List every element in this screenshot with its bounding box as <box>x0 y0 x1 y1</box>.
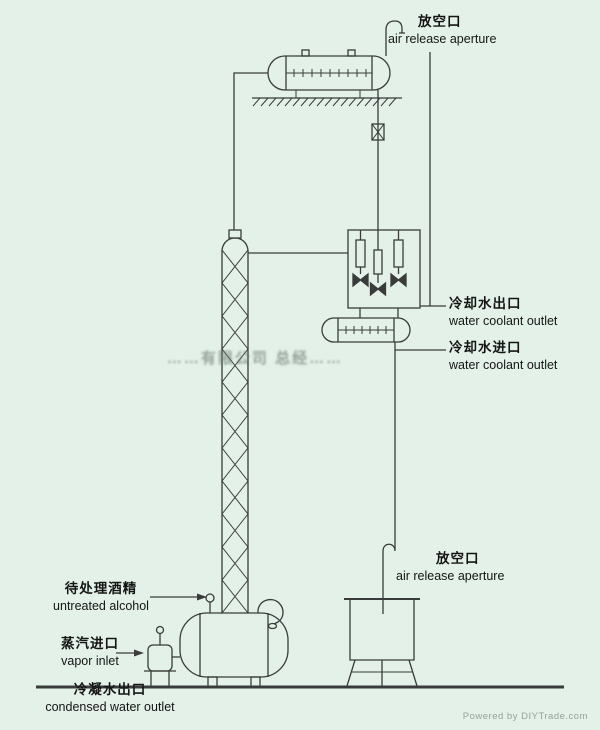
inline-valve <box>371 123 385 141</box>
cooling-water-box <box>347 229 421 309</box>
label-top-air-release-en: air release aperture <box>388 31 497 46</box>
top-air-release-gooseneck <box>385 20 405 56</box>
feed-pump <box>144 625 180 687</box>
label-water-coolant-outlet: 冷却水出口 water coolant outlet <box>449 295 557 329</box>
label-water-coolant-outlet-zh: 冷却水出口 <box>449 296 522 311</box>
valve-left <box>352 272 369 288</box>
label-top-air-release: 放空口 air release aperture <box>388 13 496 47</box>
level-instrument <box>205 593 215 613</box>
sight-glass-left <box>355 239 366 268</box>
label-vapor-inlet-en: vapor inlet <box>61 653 119 668</box>
powered-by-text: Powered by DIYTrade.com <box>462 711 588 722</box>
label-vapor-inlet: 蒸汽进口 vapor inlet <box>46 635 134 669</box>
condensate-downpipe <box>371 90 385 230</box>
storage-tank <box>179 593 289 688</box>
column-lattice <box>221 249 249 614</box>
label-vapor-inlet-zh: 蒸汽进口 <box>61 636 119 651</box>
distillation-column <box>221 229 249 614</box>
label-condensed-water-outlet: 冷凝水出口 condensed water outlet <box>32 681 188 715</box>
label-untreated-alcohol-zh: 待处理酒精 <box>64 581 138 596</box>
label-bottom-air-release: 放空口 air release aperture <box>396 550 504 584</box>
label-condensed-water-outlet-en: condensed water outlet <box>45 699 175 714</box>
label-top-air-release-zh: 放空口 <box>418 14 462 29</box>
box-condenser-connectors <box>359 308 399 318</box>
label-bottom-air-release-en: air release aperture <box>396 568 505 583</box>
tank-spout <box>257 599 284 630</box>
vapor-inlet-arrow <box>116 649 144 657</box>
label-water-coolant-inlet-en: water coolant outlet <box>449 357 558 372</box>
label-water-coolant-inlet-zh: 冷却水进口 <box>449 340 522 355</box>
untreated-alcohol-arrow <box>150 593 207 601</box>
vapor-riser-pipe <box>233 72 268 230</box>
collection-tank <box>344 598 420 687</box>
label-condensed-water-outlet-zh: 冷凝水出口 <box>73 682 147 697</box>
valve-right <box>390 272 407 288</box>
sight-glass-center <box>373 249 383 275</box>
tank-leg-right <box>250 676 261 688</box>
condenser-support-hatching <box>252 90 402 107</box>
label-water-coolant-inlet: 冷却水进口 water coolant outlet <box>449 339 557 373</box>
column-dome <box>221 237 249 251</box>
tank-leg-left <box>207 676 218 688</box>
drain-downpipe-gooseneck <box>382 342 396 614</box>
valve-center <box>369 281 387 297</box>
lower-condenser <box>321 317 411 343</box>
label-untreated-alcohol-en: untreated alcohol <box>53 598 149 613</box>
column-top-nozzle <box>228 229 242 239</box>
label-untreated-alcohol: 待处理酒精 untreated alcohol <box>45 580 157 614</box>
label-bottom-air-release-zh: 放空口 <box>436 551 480 566</box>
sight-glass-right <box>393 239 404 268</box>
watermark-text: ……有限公司 总经…… <box>166 350 344 367</box>
top-condenser <box>267 49 391 91</box>
label-water-coolant-outlet-en: water coolant outlet <box>449 313 558 328</box>
